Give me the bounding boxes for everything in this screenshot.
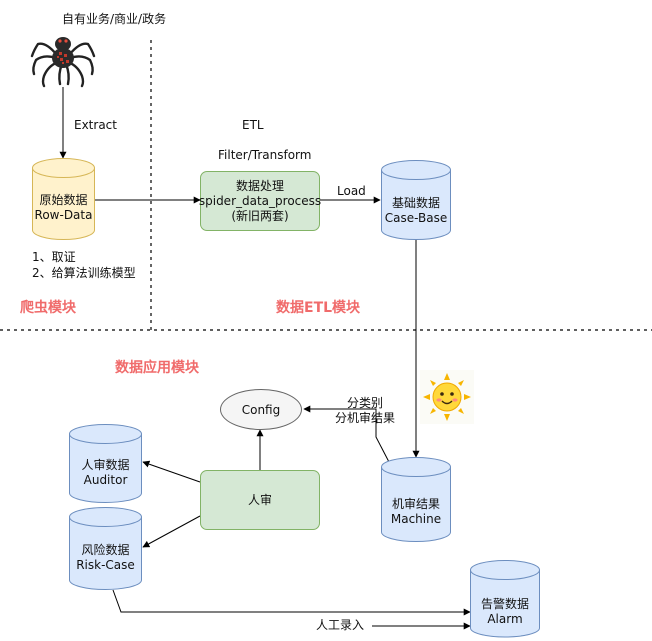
note-training: 2、给算法训练模型 xyxy=(32,266,136,280)
config-label: Config xyxy=(241,402,281,417)
note-evidence: 1、取证 xyxy=(32,250,76,264)
manual-entry-label: 人工录入 xyxy=(316,618,365,632)
section-crawler: 爬虫模块 xyxy=(20,300,76,316)
edge-machine-config xyxy=(303,405,390,463)
process-note: (新旧两套) xyxy=(231,208,289,223)
risk-case-title: 风险数据 xyxy=(81,543,130,557)
classify-label: 分类别 分机审结果 xyxy=(330,396,400,426)
review-box: 人审 xyxy=(200,470,320,530)
risk-case-cylinder: 风险数据 Risk-Case xyxy=(69,507,142,590)
machine-subtitle: Machine xyxy=(390,512,442,526)
row-data-cylinder: 原始数据 Row-Data xyxy=(32,158,95,240)
section-app: 数据应用模块 xyxy=(115,360,199,376)
auditor-subtitle: Auditor xyxy=(83,473,128,487)
alarm-title: 告警数据 xyxy=(480,597,529,611)
risk-case-subtitle: Risk-Case xyxy=(76,558,135,572)
edge-review-riskcase xyxy=(142,515,201,548)
row-data-title: 原始数据 xyxy=(39,193,88,207)
auditor-title: 人审数据 xyxy=(81,458,130,472)
sun-icon xyxy=(420,370,474,424)
source-title: 自有业务/商业/政务 xyxy=(62,12,167,26)
case-base-cylinder: 基础数据 Case-Base xyxy=(381,160,451,240)
case-base-subtitle: Case-Base xyxy=(384,211,448,225)
process-title: 数据处理 xyxy=(235,178,284,193)
process-name: spider_data_process xyxy=(198,193,322,208)
alarm-cylinder: 告警数据 Alarm xyxy=(470,560,540,638)
classify-line-1: 分类别 xyxy=(346,396,383,410)
classify-line-2: 分机审结果 xyxy=(334,411,395,425)
extract-label: Extract xyxy=(74,118,117,132)
section-etl: 数据ETL模块 xyxy=(276,300,361,316)
alarm-subtitle: Alarm xyxy=(487,612,523,626)
etl-label: ETL xyxy=(242,118,264,132)
row-data-subtitle: Row-Data xyxy=(34,208,93,222)
machine-cylinder: 机审结果 Machine xyxy=(381,457,451,542)
config-ellipse: Config xyxy=(220,389,302,430)
spider-icon xyxy=(30,37,96,88)
edge-review-auditor xyxy=(142,460,201,483)
auditor-cylinder: 人审数据 Auditor xyxy=(69,424,142,503)
edge-riskcase-alarm xyxy=(112,589,471,616)
case-base-title: 基础数据 xyxy=(391,196,440,210)
data-process-box: 数据处理 spider_data_process (新旧两套) xyxy=(198,171,322,231)
machine-title: 机审结果 xyxy=(391,497,440,511)
review-label: 人审 xyxy=(247,492,272,507)
load-label: Load xyxy=(337,184,366,198)
filter-transform-label: Filter/Transform xyxy=(218,148,312,162)
